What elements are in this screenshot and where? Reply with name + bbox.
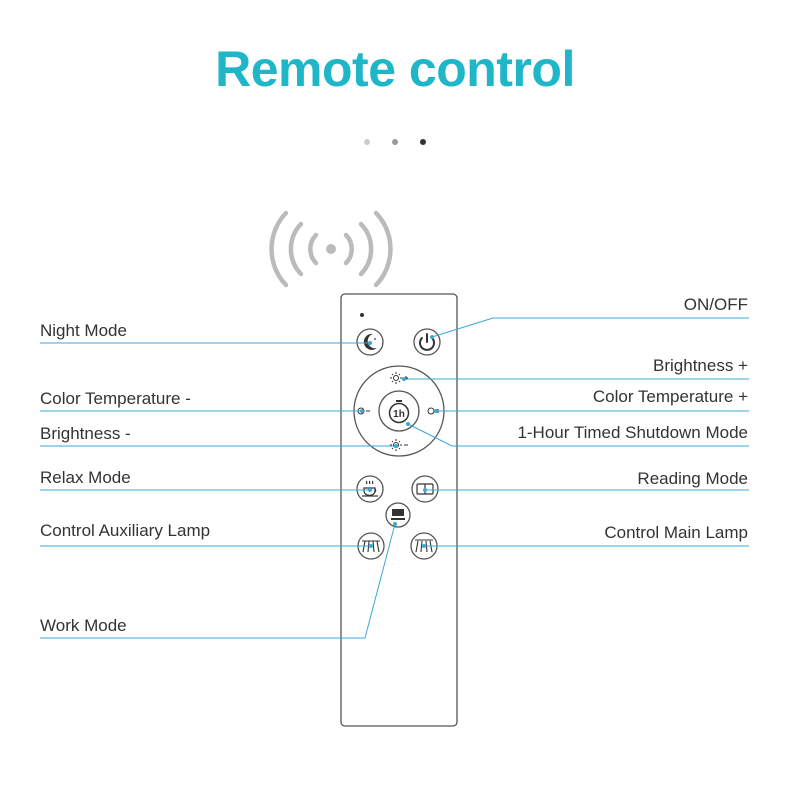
label-work-mode: Work Mode — [40, 616, 127, 635]
label-brightness-plus: Brightness + — [653, 356, 748, 375]
leader-dots — [360, 335, 438, 548]
page-title: Remote control — [215, 41, 575, 97]
timed-shutdown-button[interactable]: 1h — [378, 390, 420, 432]
label-color-temperature-minus: Color Temperature - — [40, 389, 191, 408]
label-timed-shutdown: 1-Hour Timed Shutdown Mode — [517, 423, 748, 442]
label-reading-mode: Reading Mode — [637, 469, 748, 488]
power-icon — [419, 333, 435, 351]
desk-lamp-icon — [391, 509, 405, 520]
coffee-cup-icon — [362, 480, 378, 497]
moon-icon — [363, 333, 377, 350]
label-brightness-minus: Brightness - — [40, 424, 131, 443]
timer-icon — [388, 402, 410, 424]
on-off-button[interactable] — [413, 328, 441, 356]
timer-button-text: 1h — [393, 409, 405, 420]
label-color-temperature-plus: Color Temperature + — [592, 387, 748, 406]
leader-lines — [40, 317, 749, 639]
label-on-off: ON/OFF — [683, 295, 748, 314]
label-auxiliary-lamp: Control Auxiliary Lamp — [40, 521, 211, 540]
label-night-mode: Night Mode — [40, 321, 127, 340]
work-mode-button[interactable] — [385, 502, 411, 528]
indicator-light — [360, 313, 364, 317]
wireless-signal-icon — [269, 210, 393, 288]
pagination-dot-1[interactable] — [363, 139, 370, 145]
pagination-dot-2[interactable] — [392, 139, 398, 145]
pagination-dots — [0, 132, 790, 150]
pagination-dot-3[interactable] — [420, 139, 427, 145]
label-relax-mode: Relax Mode — [40, 468, 131, 487]
label-main-lamp: Control Main Lamp — [604, 523, 748, 542]
